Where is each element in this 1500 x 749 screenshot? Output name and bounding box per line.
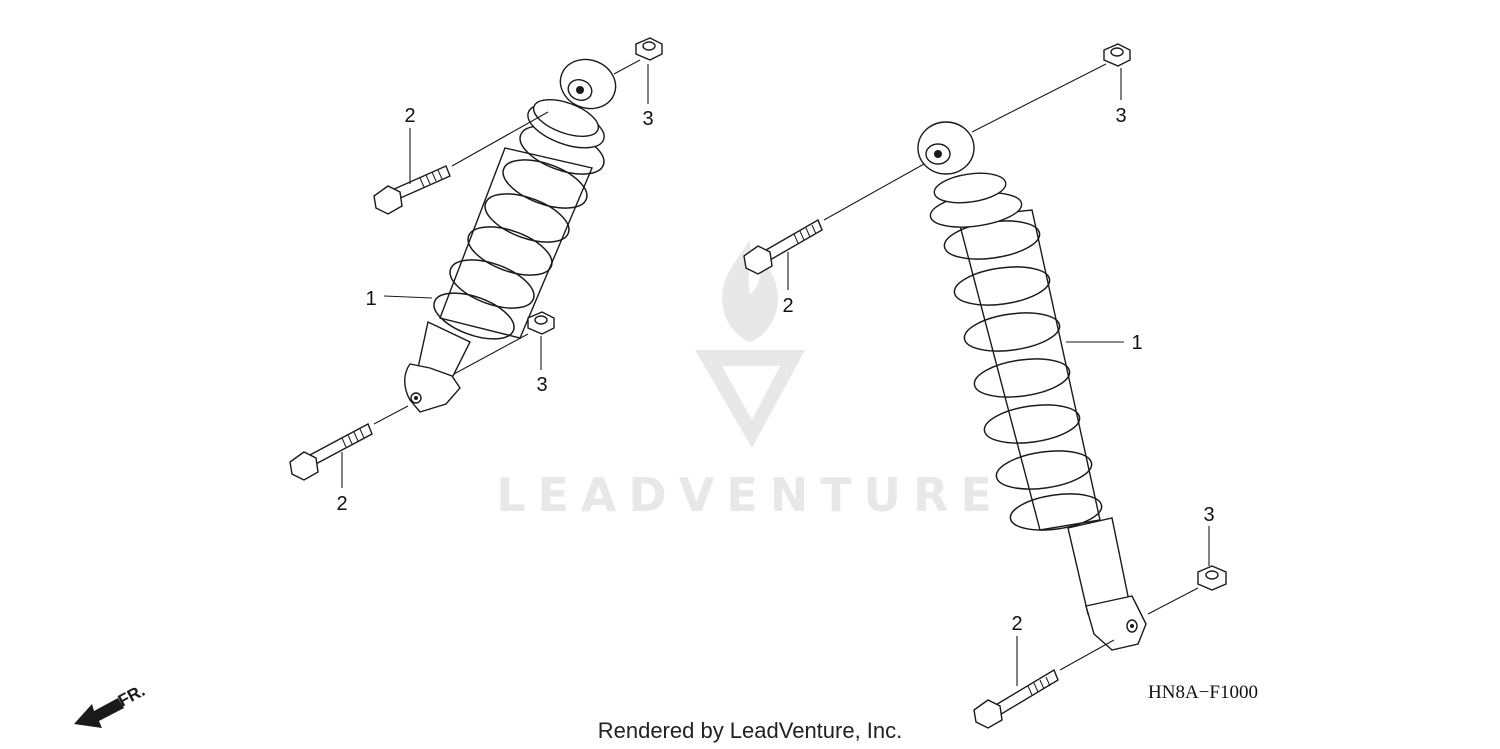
callout-right-bolt-top: 2 [782, 295, 793, 317]
callout-right-nut-top: 3 [1115, 105, 1126, 127]
watermark-text: LEADVENTURE [496, 468, 1004, 522]
right-shock-absorber [917, 121, 1147, 651]
right-spring [943, 220, 1103, 531]
left-bottom-bolt [289, 423, 373, 481]
watermark-v-icon [695, 350, 805, 448]
right-top-bolt [743, 218, 823, 275]
credit-text: Rendered by LeadVenture, Inc. [598, 718, 903, 743]
callout-right-nut-bottom: 3 [1203, 504, 1214, 526]
callout-left-bolt-top: 2 [404, 105, 415, 127]
right-bottom-bolt [973, 668, 1059, 729]
callout-left-bolt-bottom: 2 [336, 493, 347, 515]
watermark: LEADVENTURE [496, 240, 1004, 522]
left-top-bolt [373, 165, 451, 215]
diagram-code: HN8A−F1000 [1148, 682, 1258, 703]
callout-right-shock: 1 [1131, 332, 1142, 354]
left-shock-absorber [404, 58, 617, 413]
right-top-nut [1103, 43, 1131, 67]
callout-left-nut-bottom: 3 [536, 374, 547, 396]
callout-right-bolt-bottom: 2 [1011, 613, 1022, 635]
front-arrow-icon [74, 698, 124, 728]
left-top-nut [635, 37, 663, 61]
left-bottom-nut [527, 311, 555, 335]
callout-left-shock: 1 [365, 288, 376, 310]
front-arrow: FR. [74, 681, 148, 728]
right-bottom-nut [1197, 565, 1227, 591]
callout-left-nut-top: 3 [642, 108, 653, 130]
